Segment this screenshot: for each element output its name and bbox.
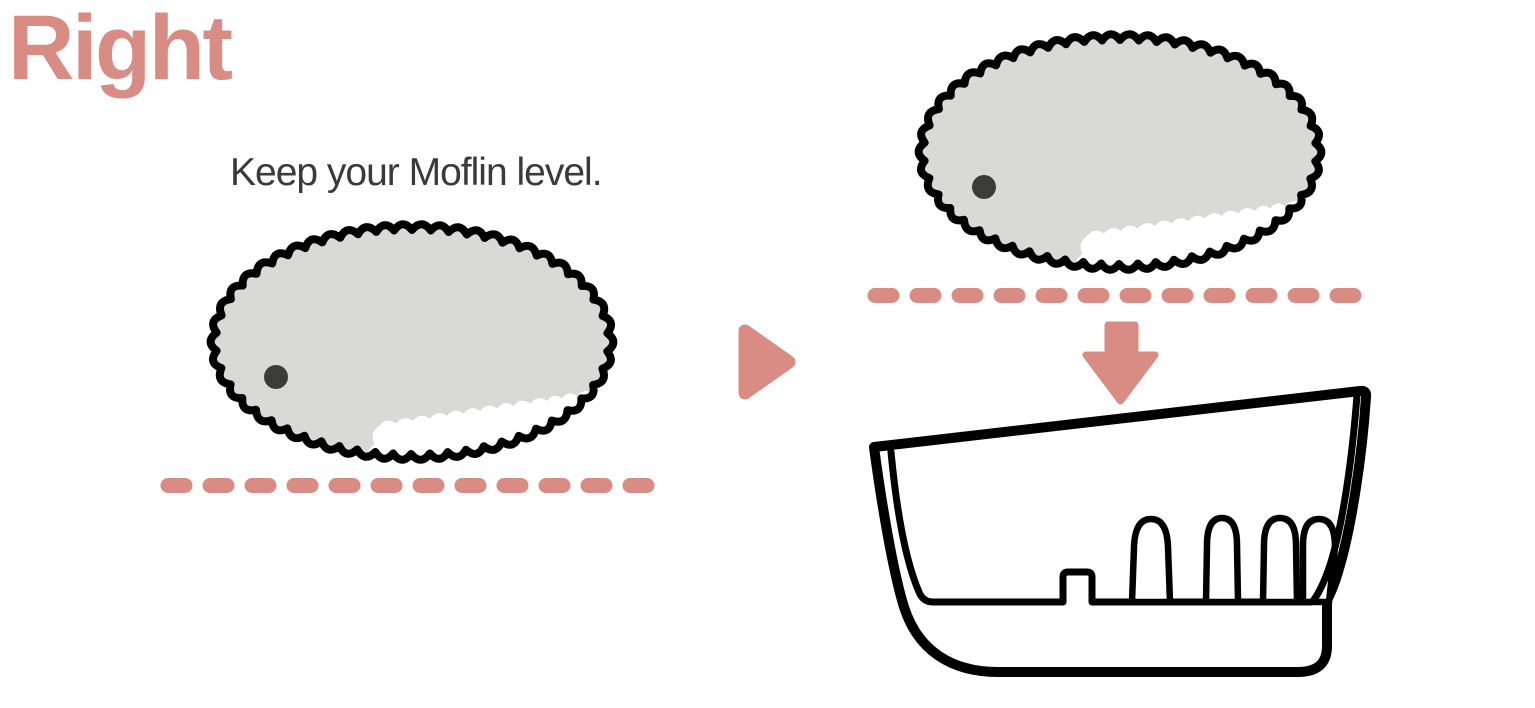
page-title: Right [8,0,233,99]
moflin-bed-figure [869,385,1372,677]
instruction-caption: Keep your Moflin level. [230,151,603,194]
next-step-arrow-icon [738,324,796,400]
moflin-fluffy-outline [914,30,1326,274]
moflin-figure-right [914,30,1326,274]
moflin-fluffy-outline [206,220,618,464]
bed-inner-wall-right [1309,391,1361,605]
moflin-eye [264,365,288,389]
bed-rib [1259,514,1301,606]
moflin-eye [972,175,996,199]
bed-inner-wall-floor [887,448,1315,606]
place-down-arrow-icon [1082,321,1159,405]
bed-rib [1128,515,1174,606]
moflin-figure-left [206,220,618,464]
moflin-fur-body [210,224,614,460]
moflin-fur-body [918,34,1322,270]
bed-rib [1202,514,1242,606]
